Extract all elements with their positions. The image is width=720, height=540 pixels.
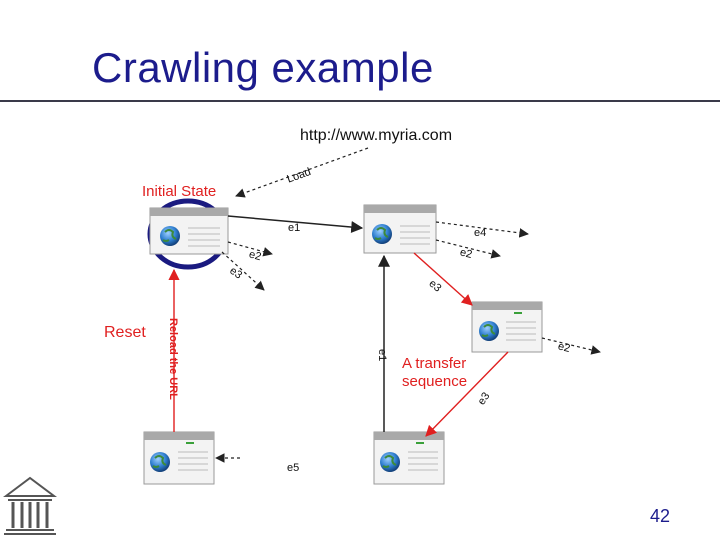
edge-e5-label: e5 (287, 462, 299, 474)
page-number: 42 (650, 506, 671, 526)
globe-icon (479, 321, 499, 341)
globe-icon (150, 452, 170, 472)
institution-logo-icon (2, 476, 57, 535)
browser-window-bottom-middle (373, 431, 445, 485)
edge-e2-label: e2 (248, 248, 263, 263)
reload-label: Reload the URL (167, 318, 179, 400)
slide-title: Crawling example (92, 44, 434, 91)
transfer-label-line2: sequence (402, 373, 467, 390)
transfer-label-line1: A transfer (402, 355, 466, 372)
edge-e3-red-arrow (413, 252, 473, 306)
edge-e4-label: e4 (474, 227, 486, 239)
edge-e1-label: e1 (376, 349, 388, 361)
globe-icon (380, 452, 400, 472)
browser-window-bottom-left (143, 431, 215, 485)
edge-e3-label: e3 (426, 278, 443, 295)
edge-e2-arrow (541, 337, 601, 355)
edge-e3-red-arrow (425, 351, 509, 437)
browser-window-middle-top (363, 204, 437, 254)
edge-e2-label: e2 (557, 340, 572, 355)
edge-e2-arrow (227, 241, 273, 257)
reset-label: Reset (104, 324, 146, 341)
edge-e1-arrow (227, 215, 364, 234)
browser-window-initial (149, 207, 229, 255)
browser-window-right (471, 301, 543, 353)
edge-e3-label: e3 (227, 265, 244, 282)
globe-icon (372, 224, 392, 244)
title-divider (0, 100, 720, 102)
edge-e3-label: e3 (476, 390, 493, 407)
edge-e2-label: e2 (459, 246, 474, 261)
url-label: http://www.myria.com (300, 127, 452, 144)
initial-state-label: Initial State (142, 183, 216, 200)
load-label: Load (285, 166, 312, 186)
globe-icon (160, 226, 180, 246)
edge-e1-label: e1 (288, 222, 300, 234)
edge-e2-arrow (435, 239, 501, 259)
